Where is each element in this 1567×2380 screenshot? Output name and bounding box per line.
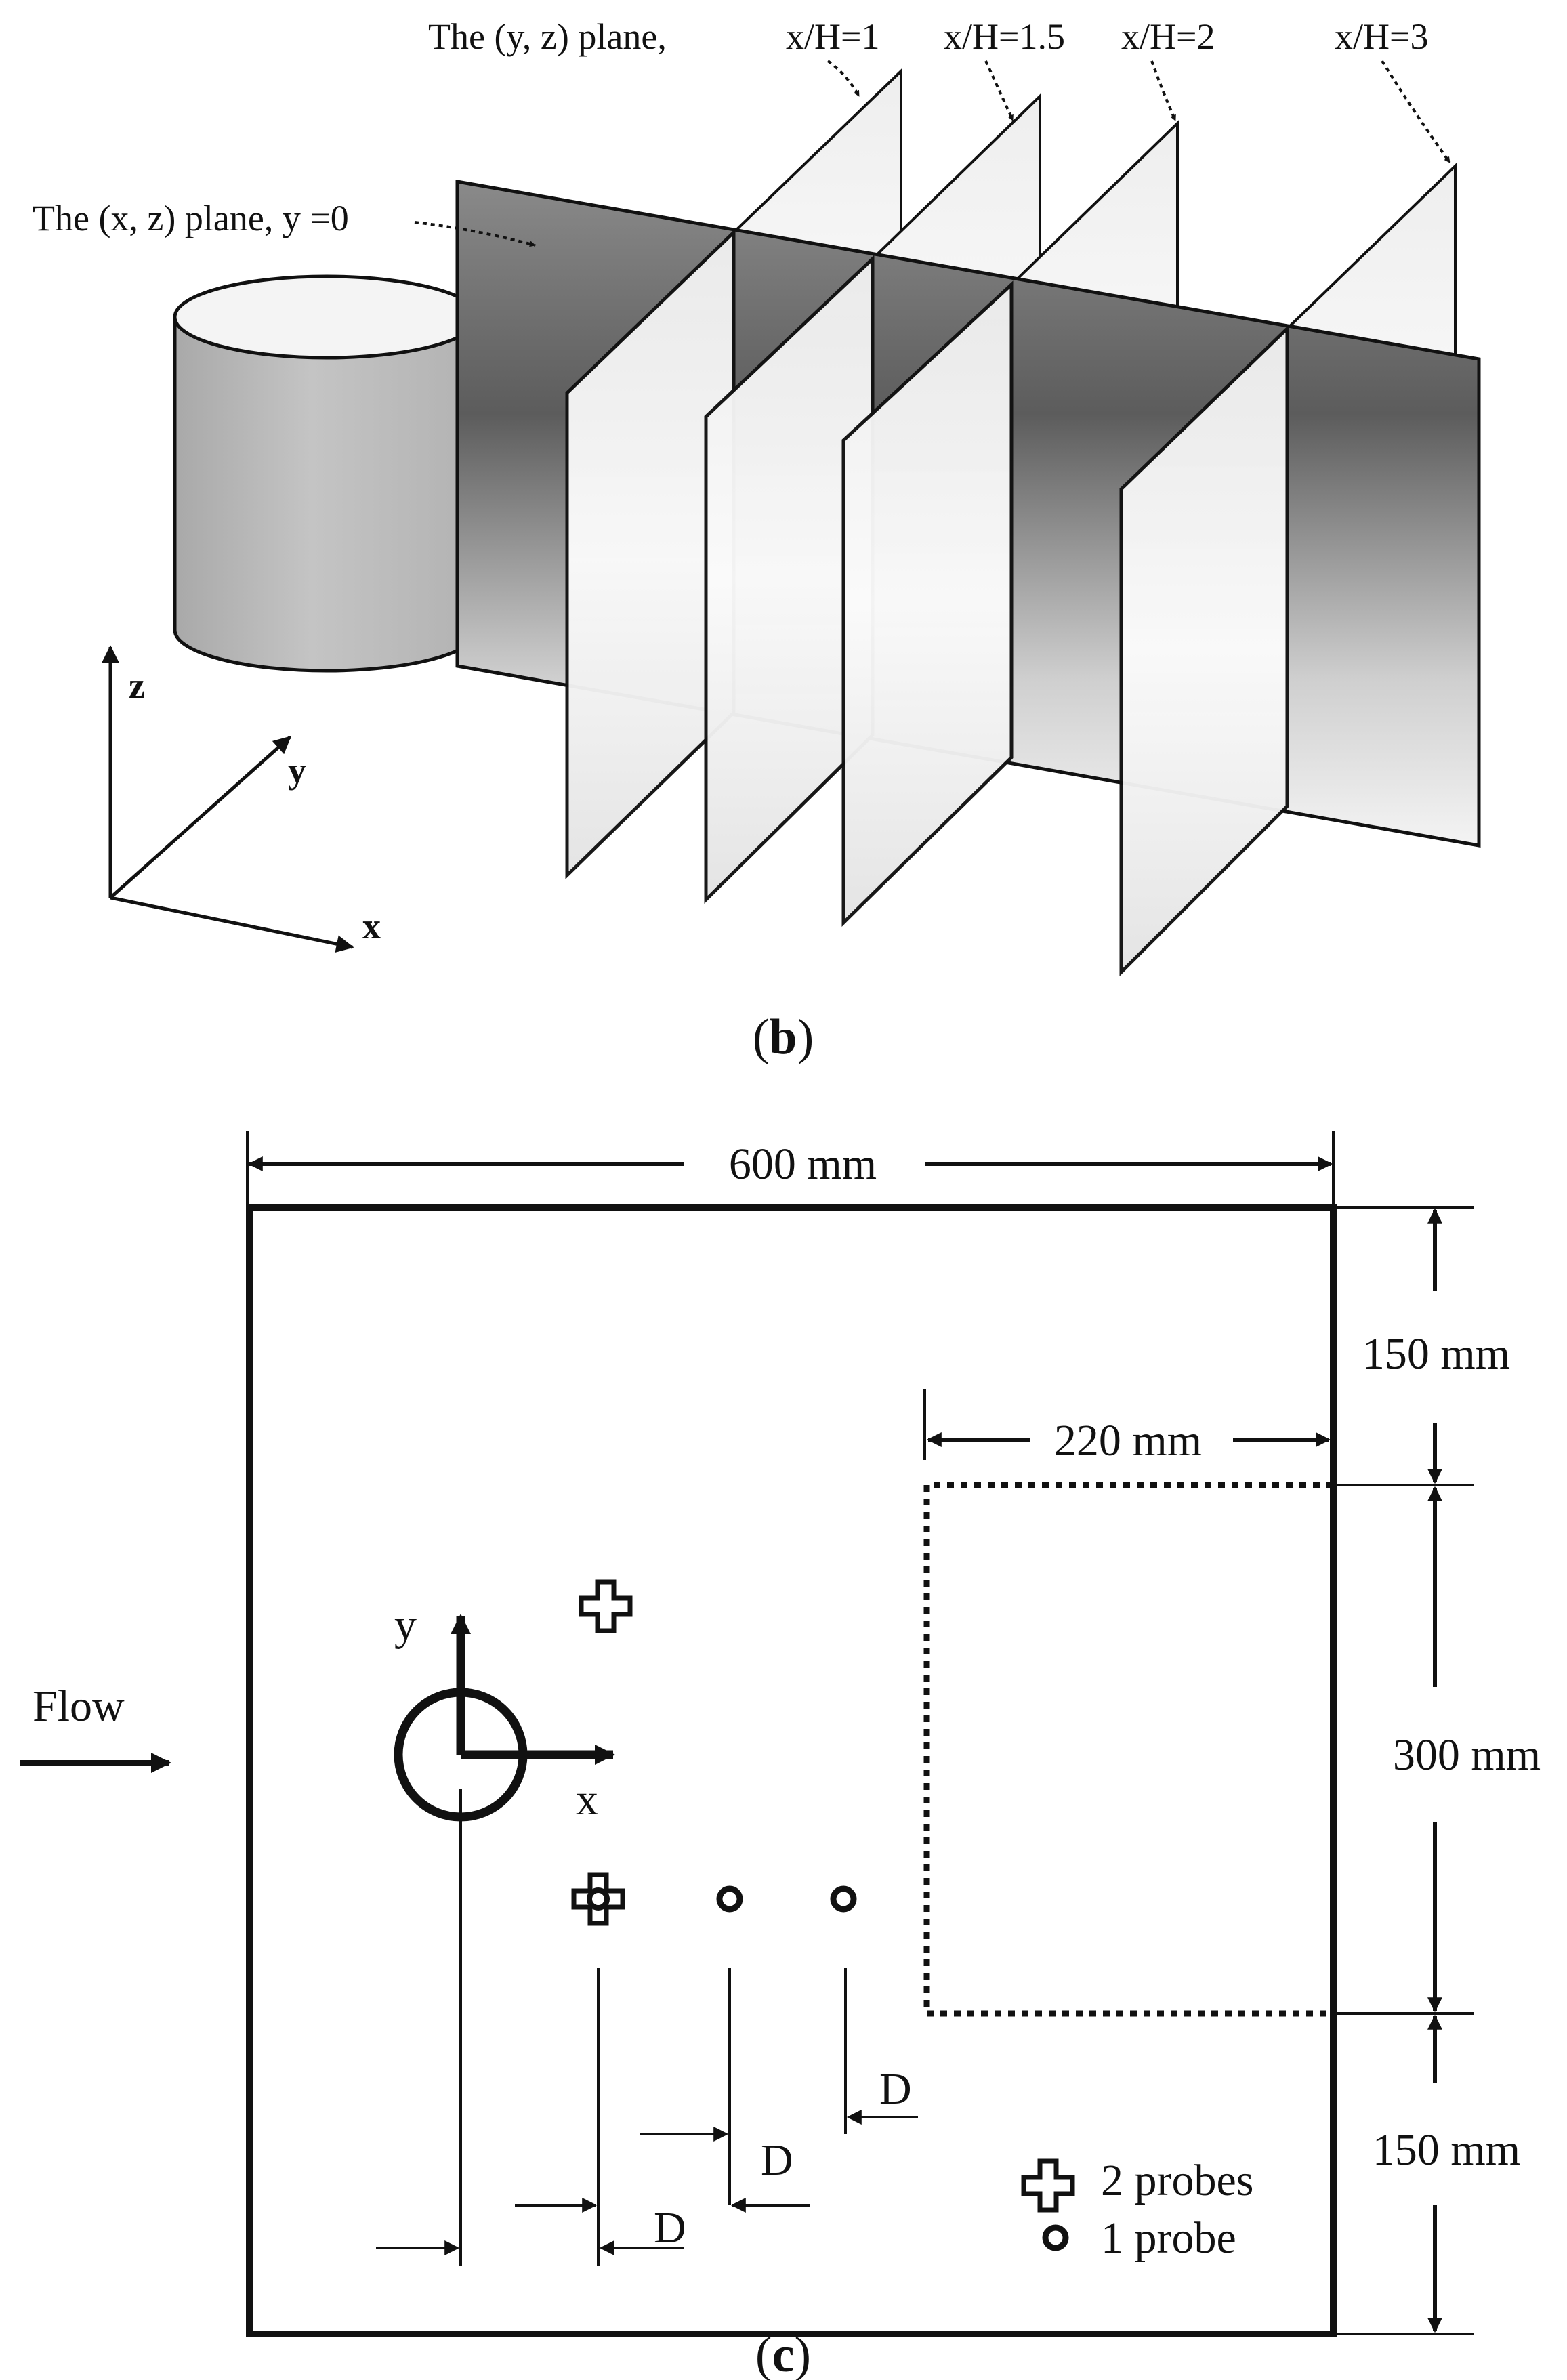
region-width-label: 220 mm: [1054, 1416, 1202, 1465]
probe-circle-2: [716, 1885, 743, 1913]
width-dimension-label: 600 mm: [729, 1140, 877, 1189]
flow-label: Flow: [33, 1682, 125, 1731]
leader-station-2: [984, 60, 1014, 121]
station-label-4: x/H=3: [1335, 16, 1428, 57]
spacing-label-d-1: D: [654, 2203, 686, 2253]
axis-y-label-c: y: [394, 1600, 417, 1650]
yz-plane-4-front: [1119, 325, 1289, 977]
spacing-label-d-2: D: [761, 2135, 793, 2185]
panel-b-caption: (b): [753, 1009, 814, 1065]
measurement-region: [923, 1482, 1333, 2017]
leader-xz-plane: [414, 221, 536, 247]
region-height-label: 300 mm: [1393, 1730, 1541, 1780]
station-label-1: x/H=1: [786, 16, 879, 57]
leader-station-3: [1150, 60, 1177, 121]
axis-z-label: z: [129, 665, 145, 706]
legend-circle-symbol: [1042, 2224, 1069, 2251]
leader-station-1: [827, 60, 860, 97]
legend: 2 probes 1 probe: [1021, 2156, 1253, 2263]
axes-3d: z y x: [102, 645, 381, 953]
cylinder: [173, 274, 480, 673]
panel-c-caption: (c): [755, 2327, 811, 2380]
top-margin-label: 150 mm: [1362, 1329, 1510, 1379]
station-label-3: x/H=2: [1121, 16, 1215, 57]
xz-plane-label: The (x, z) plane, y =0: [33, 198, 349, 238]
probe-circle-3: [830, 1885, 857, 1913]
bottom-margin-label: 150 mm: [1373, 2125, 1520, 2175]
test-section-frame: [246, 1204, 1337, 2337]
panel-b: The (y, z) plane, x/H=1 x/H=1.5 x/H=2 x/…: [33, 16, 1481, 1065]
axis-x-label-c: x: [576, 1775, 598, 1824]
spacing-label-d-3: D: [879, 2064, 912, 2114]
station-label-2: x/H=1.5: [944, 16, 1065, 57]
legend-cross-symbol: [1021, 2158, 1075, 2213]
leader-station-4: [1381, 60, 1451, 164]
yz-plane-label: The (y, z) plane,: [428, 16, 667, 57]
probe-cross-upper: [579, 1579, 633, 1633]
yz-plane-3-front: [841, 280, 1014, 927]
legend-label-2-probes: 2 probes: [1101, 2156, 1253, 2205]
axis-x-label: x: [362, 906, 381, 946]
panel-c: 600 mm 220 mm 150 mm 300 mm 150 mm Flow: [20, 1131, 1541, 2380]
probe-circle-on-cross: [587, 1887, 610, 1911]
legend-label-1-probe: 1 probe: [1101, 2213, 1236, 2263]
axis-y-label: y: [288, 750, 306, 791]
